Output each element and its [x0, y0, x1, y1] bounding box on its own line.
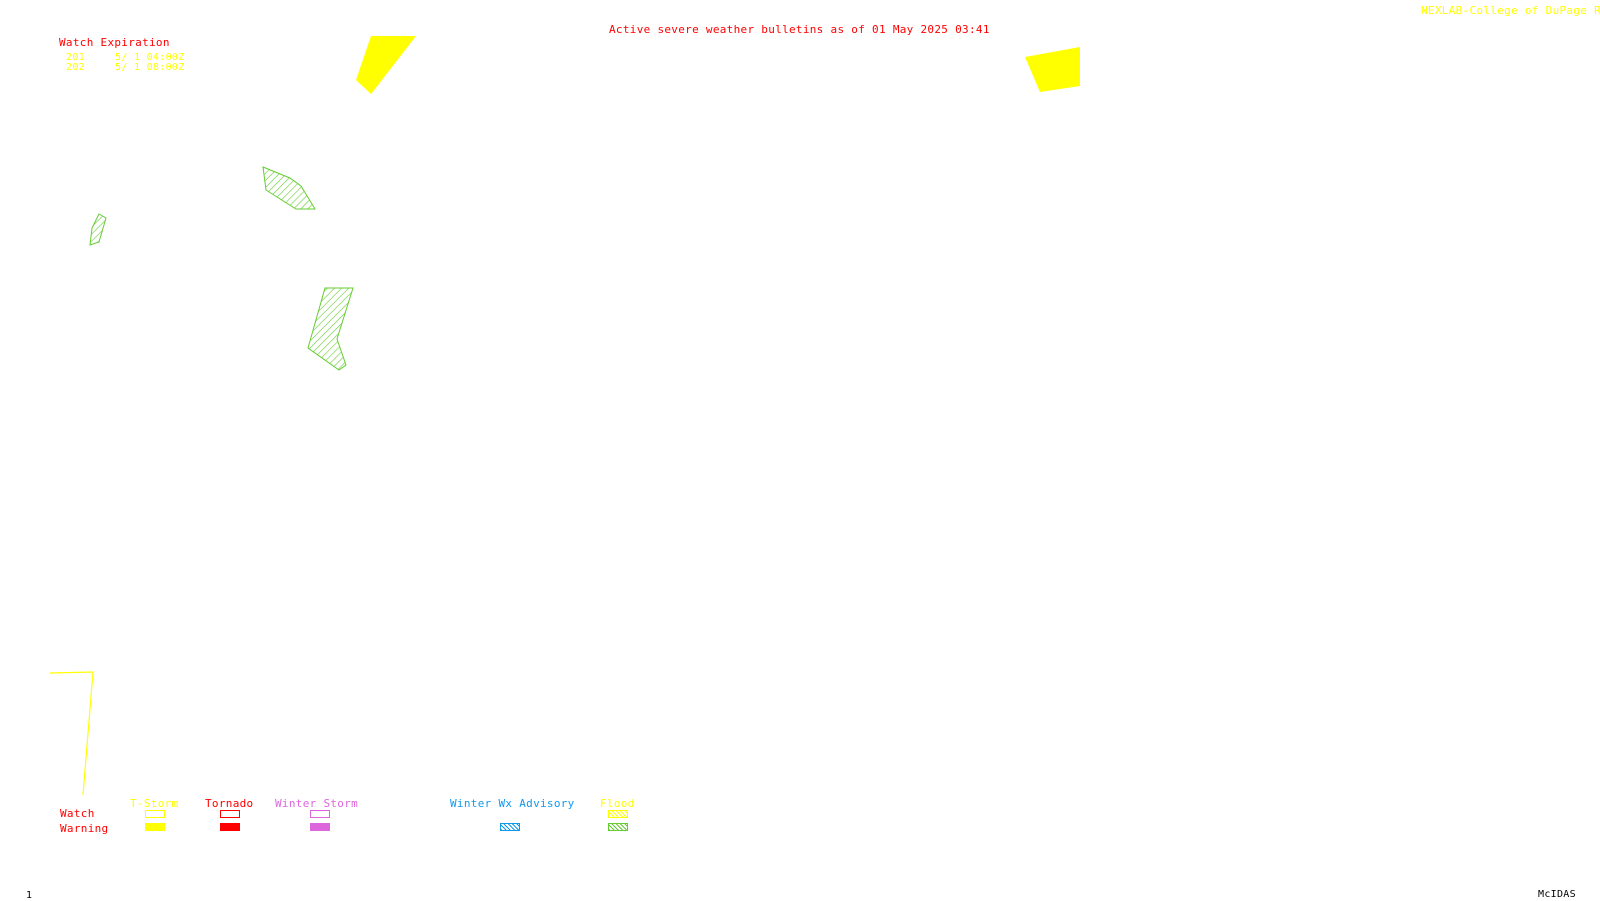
software-label: McIDAS	[1538, 889, 1576, 900]
legend-flood-watch-swatch	[608, 810, 628, 818]
legend-winter-wx-advisory-warning-swatch	[500, 823, 520, 831]
legend-row-watch: Watch	[60, 807, 95, 820]
watch-expiration-heading: Watch Expiration	[59, 36, 170, 49]
legend-tstorm-label: T-Storm	[130, 797, 179, 810]
legend-winter-storm-warning-swatch	[310, 823, 330, 831]
legend-tornado-label: Tornado	[205, 797, 254, 810]
flood-area-1	[262, 166, 316, 210]
watch-expires: 5/ 1 08:00Z	[115, 62, 185, 73]
legend-tornado-watch-swatch	[220, 810, 240, 818]
tstorm-line	[49, 671, 94, 796]
tstorm-area-northeast	[1025, 47, 1080, 92]
watch-expires: 5/ 1 04:00Z	[115, 52, 185, 63]
credit-text: NEXLAB-College of DuPage R	[1421, 4, 1600, 17]
bulletin-title: Active severe weather bulletins as of 01…	[609, 23, 990, 36]
watch-id: 201	[66, 52, 85, 63]
legend-flood-warning-swatch	[608, 823, 628, 831]
flood-area-3	[307, 287, 354, 371]
legend-tornado-warning-swatch	[220, 823, 240, 831]
legend-tstorm-warning-swatch	[145, 823, 165, 831]
legend-winter-storm-watch-swatch	[310, 810, 330, 818]
legend-flood-label: Flood	[600, 797, 635, 810]
flood-area-2	[89, 213, 107, 246]
legend-row-warning: Warning	[60, 822, 109, 835]
watch-id: 202	[66, 62, 85, 73]
frame-number: 1	[26, 890, 33, 901]
legend-winter-wx-advisory-label: Winter Wx Advisory	[450, 797, 575, 810]
legend-winter-storm-label: Winter Storm	[275, 797, 359, 810]
legend-tstorm-watch-swatch	[145, 810, 165, 818]
tstorm-area-northwest	[356, 36, 416, 94]
